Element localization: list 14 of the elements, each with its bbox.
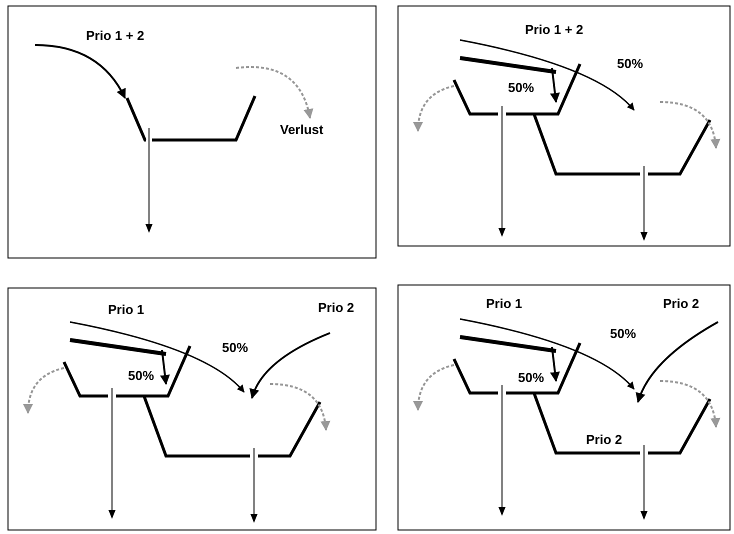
flow-label: Prio 1 + 2 [86, 28, 144, 43]
loss-label: Verlust [280, 122, 324, 137]
percent-label: 50% [617, 56, 644, 71]
flow-label: Prio 2 [663, 296, 700, 311]
flow-label: Prio 1 + 2 [525, 22, 584, 37]
flow-label: Prio 1 [108, 302, 144, 317]
percent-label: 50% [610, 326, 636, 341]
flow-label: Prio 2 [586, 432, 622, 447]
percent-label: 50% [222, 340, 248, 355]
flow-label: Prio 2 [318, 300, 354, 315]
percent-label: 50% [128, 368, 154, 383]
flow-label: Prio 1 [486, 296, 522, 311]
percent-label: 50% [518, 370, 544, 385]
percent-label: 50% [508, 80, 534, 95]
